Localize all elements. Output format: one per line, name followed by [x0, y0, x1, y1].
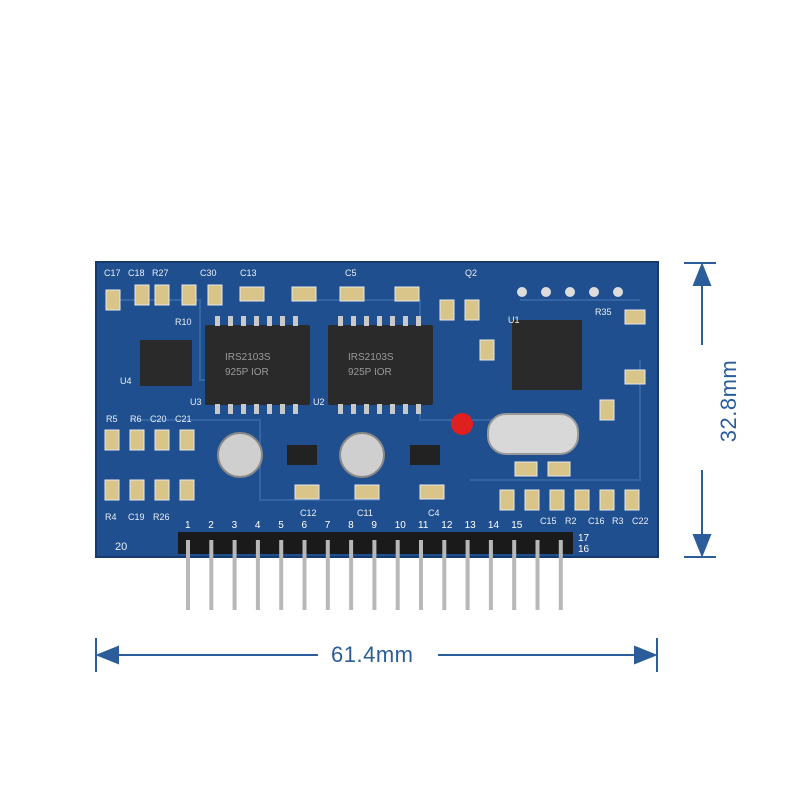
pin-number: 11 [418, 520, 429, 531]
ic-driver-1-pins [215, 316, 298, 414]
ic-driver-2-marking: IRS2103S [348, 352, 394, 363]
ic-driver-2 [328, 325, 433, 405]
height-dimension [684, 262, 716, 558]
header-pin [442, 540, 447, 610]
transistor-2 [410, 445, 440, 465]
svg-text:R4: R4 [105, 512, 117, 522]
svg-text:U4: U4 [120, 376, 132, 386]
header-pin [186, 540, 190, 610]
pin-number: 3 [232, 520, 238, 531]
header-pin [512, 540, 517, 610]
svg-text:R10: R10 [175, 317, 192, 327]
svg-text:R35: R35 [595, 307, 612, 317]
ic-driver-2-pins [338, 316, 421, 414]
header-pin [465, 540, 470, 610]
svg-text:R26: R26 [153, 512, 170, 522]
svg-text:U2: U2 [313, 397, 325, 407]
svg-text:R27: R27 [152, 268, 169, 278]
pin-number: 5 [278, 520, 284, 531]
svg-text:Q2: Q2 [465, 268, 477, 278]
svg-text:C22: C22 [632, 516, 649, 526]
pin-number: 2 [208, 520, 214, 531]
header-pins [186, 540, 563, 610]
pin-number: 12 [441, 520, 453, 531]
pin-number: 10 [395, 520, 407, 531]
width-dimension-label: 61.4mm [325, 642, 420, 668]
svg-text:R6: R6 [130, 414, 142, 424]
header-pin [255, 540, 260, 610]
pin-number: 4 [255, 520, 261, 531]
svg-text:C30: C30 [200, 268, 217, 278]
header-pin [325, 540, 330, 610]
svg-text:C11: C11 [357, 508, 373, 518]
ic-driver-1-marking2: 925P IOR [225, 367, 269, 378]
header-pin [232, 540, 237, 610]
ic-driver-1-marking: IRS2103S [225, 352, 271, 363]
height-dimension-label: 32.8mm [716, 353, 743, 449]
svg-text:C15: C15 [540, 516, 557, 526]
ic-driver-1 [205, 325, 310, 405]
svg-text:U1: U1 [508, 315, 520, 325]
header-pin [558, 540, 563, 610]
capacitor-2 [339, 432, 385, 478]
svg-text:C18: C18 [128, 268, 145, 278]
pin-number: 1 [185, 520, 191, 531]
header-pin [535, 540, 540, 610]
svg-text:C13: C13 [240, 268, 257, 278]
header-pin [372, 540, 377, 610]
header-pin [349, 540, 354, 610]
header-pin [488, 540, 493, 610]
pin-number: 7 [325, 520, 331, 531]
svg-text:C17: C17 [104, 268, 121, 278]
ic-driver-2-marking2: 925P IOR [348, 367, 392, 378]
width-dimension [95, 638, 658, 672]
svg-text:R2: R2 [565, 516, 577, 526]
red-led [451, 413, 473, 435]
svg-text:U3: U3 [190, 397, 202, 407]
svg-text:R3: R3 [612, 516, 624, 526]
header-pin [209, 540, 214, 610]
pin-number: 15 [511, 520, 523, 531]
pin-number: 16 [578, 544, 590, 555]
pin-number: 8 [348, 520, 354, 531]
pin-number: 14 [488, 520, 500, 531]
svg-text:C16: C16 [588, 516, 605, 526]
svg-text:R5: R5 [106, 414, 118, 424]
svg-text:C20: C20 [150, 414, 167, 424]
smd-components [104, 284, 646, 511]
crystal [487, 413, 579, 455]
header-pin [395, 540, 400, 610]
pin-number: 6 [302, 520, 308, 531]
pin-number: 17 [578, 533, 590, 544]
top-header-pads [517, 287, 623, 297]
svg-text:C21: C21 [175, 414, 192, 424]
svg-text:C12: C12 [300, 508, 317, 518]
svg-text:C4: C4 [428, 508, 440, 518]
capacitor-1 [217, 432, 263, 478]
svg-text:C5: C5 [345, 268, 357, 278]
silk-20: 20 [115, 541, 127, 553]
pin-number: 9 [371, 520, 377, 531]
header-pin [279, 540, 284, 610]
pin-number: 13 [465, 520, 477, 531]
ic-mcu [512, 320, 582, 390]
transistor-1 [287, 445, 317, 465]
svg-text:C19: C19 [128, 512, 145, 522]
ic-u4 [140, 340, 192, 386]
header-pin [302, 540, 307, 610]
header-pin [419, 540, 423, 610]
